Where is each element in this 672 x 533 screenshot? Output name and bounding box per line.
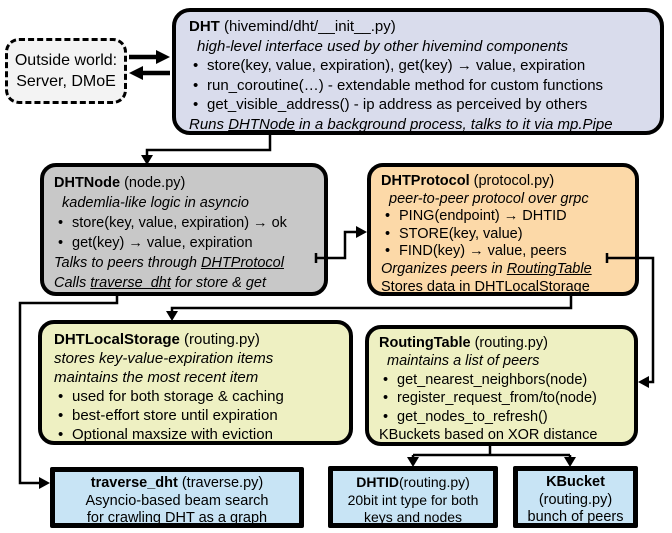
dhtprotocol-bullet-1: •PING(endpoint) → DHTID: [381, 208, 629, 226]
dhtnode-footer-2: Calls traverse_dht for store & get: [54, 275, 266, 291]
dhtlocalstorage-box: DHTLocalStorage (routing.py) stores key-…: [38, 320, 353, 445]
dhtprotocol-bullet-3: •FIND(key) → value, peers: [381, 243, 629, 261]
dhtnode-subtitle: kademlia-like logic in asyncio: [62, 195, 249, 211]
bullet-icon: •: [193, 96, 199, 113]
bullet-icon: •: [193, 57, 199, 74]
bullet-icon: •: [58, 426, 64, 443]
kbucket-box: KBucket (routing.py) bunch of peers: [513, 466, 638, 528]
dhtlocalstorage-bullet-3: •Optional maxsize with eviction: [54, 425, 343, 444]
routingtable-subtitle: maintains a list of peers: [387, 353, 540, 370]
dhtlocalstorage-bullet-1: •used for both storage & caching: [54, 387, 343, 406]
routingtable-box: RoutingTable (routing.py) maintains a li…: [365, 325, 638, 446]
outside-world-line2: Server, DMoE: [16, 73, 116, 90]
bullet-icon: •: [58, 215, 64, 231]
dhtnode-box: DHTNode (node.py) kademlia-like logic in…: [40, 163, 328, 296]
dht-subtitle: high-level interface used by other hivem…: [197, 37, 569, 55]
bullet-icon: •: [58, 235, 64, 251]
dhtid-line1: 20bit int type for both: [347, 491, 479, 508]
traverse-dht-line1: Asyncio-based beam search: [85, 492, 269, 509]
arrow-dht-to-dhtnode: [141, 135, 272, 165]
dhtprotocol-bullet-2: •STORE(key, value): [381, 226, 629, 244]
dhtnode-bullet-2: •get(key) → value, expiration: [54, 233, 318, 253]
dhtid-title: DHTID(routing.py): [356, 474, 470, 490]
arrow-outside-to-dht: [129, 50, 170, 64]
traverse-dht-line2: for crawling DHT as a graph: [86, 510, 268, 526]
routingtable-title: RoutingTable (routing.py): [379, 335, 548, 351]
bullet-icon: •: [383, 390, 389, 407]
dht-bullet-1: •store(key, value, expiration), get(key)…: [189, 56, 650, 76]
dhtid-line2: keys and nodes: [363, 509, 463, 525]
dhtid-box: DHTID(routing.py) 20bit int type for bot…: [328, 466, 498, 528]
kbucket-title: KBucket: [546, 474, 605, 490]
kbucket-file: (routing.py): [538, 491, 613, 508]
dhtlocalstorage-bullet-2: •best-effort store until expiration: [54, 406, 343, 425]
arrow-dht-to-outside: [129, 66, 170, 80]
outside-world-line1: Outside world:: [14, 52, 118, 69]
arrow-routingtable-to-dhtid-kbucket: [407, 446, 576, 467]
bullet-icon: •: [58, 388, 64, 405]
dhtlocalstorage-title: DHTLocalStorage (routing.py): [54, 331, 260, 348]
dhtnode-title: DHTNode (node.py): [54, 175, 186, 191]
traverse-dht-box: traverse_dht (traverse.py) Asyncio-based…: [50, 467, 304, 528]
routingtable-bullet-3: •get_nodes_to_refresh(): [379, 408, 628, 426]
dhtlocalstorage-subtitle-2: maintains the most recent item: [54, 369, 259, 386]
dht-bullet-2: •run_coroutine(…) - extendable method fo…: [189, 76, 650, 96]
dhtprotocol-box: DHTProtocol (protocol.py) peer-to-peer p…: [367, 163, 639, 296]
bullet-icon: •: [383, 408, 389, 425]
bullet-icon: •: [58, 407, 64, 424]
dhtnode-bullet-1: •store(key, value, expiration) → ok: [54, 213, 318, 233]
bullet-icon: •: [383, 371, 389, 388]
dhtprotocol-footer-2: Stores data in DHTLocalStorage: [381, 278, 590, 295]
dhtlocalstorage-subtitle-1: stores key-value-expiration items: [54, 350, 274, 367]
dhtnode-footer-1: Talks to peers through DHTProtocol: [54, 255, 284, 271]
bullet-icon: •: [193, 76, 199, 94]
bullet-icon: •: [385, 208, 391, 225]
traverse-dht-title: traverse_dht (traverse.py): [90, 475, 264, 491]
routingtable-footer: KBuckets based on XOR distance: [379, 427, 598, 444]
dhtprotocol-footer-1: Organizes peers in RoutingTable: [381, 260, 592, 277]
bullet-icon: •: [385, 225, 391, 242]
arrow-dhtprotocol-to-dhtlocalstorage: [166, 294, 573, 321]
dhtprotocol-title: DHTProtocol (protocol.py): [381, 173, 555, 189]
kbucket-line1: bunch of peers: [527, 509, 624, 525]
dhtprotocol-subtitle: peer-to-peer protocol over grpc: [389, 190, 589, 207]
dht-title: DHT (hivemind/dht/__init__.py): [189, 18, 396, 35]
bullet-icon: •: [385, 243, 391, 260]
routingtable-bullet-2: •register_request_from/to(node): [379, 389, 628, 407]
dht-footer: Runs DHTNode in a background process, ta…: [189, 115, 613, 133]
routingtable-bullet-1: •get_nearest_neighbors(node): [379, 371, 628, 389]
outside-world-box: Outside world: Server, DMoE: [5, 38, 127, 104]
dht-box: DHT (hivemind/dht/__init__.py) high-leve…: [172, 8, 664, 135]
dht-bullet-3: •get_visible_address() - ip address as p…: [189, 95, 650, 115]
